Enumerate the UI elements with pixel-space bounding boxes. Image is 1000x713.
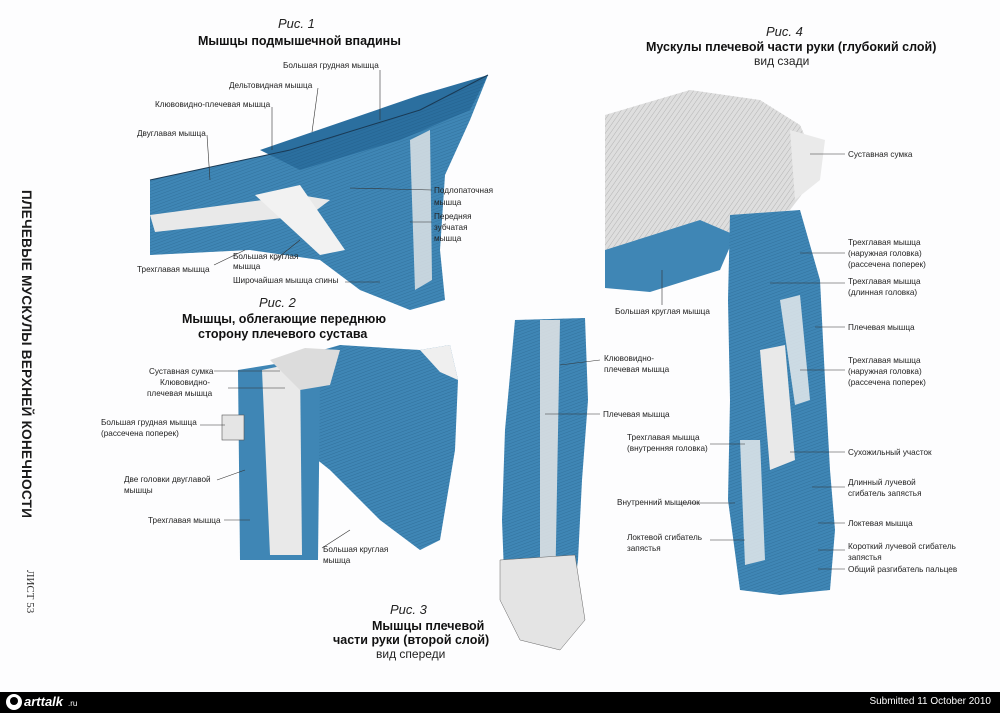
fig4-label: Длинный лучевой xyxy=(848,478,916,487)
fig1-label: Большая грудная мышца xyxy=(283,61,379,70)
fig3-label: Клювовидно- xyxy=(604,354,655,363)
logo-text: arttalk xyxy=(24,694,64,709)
fig3-arm-drawing xyxy=(499,318,588,651)
fig3-label: плечевая мышца xyxy=(604,365,670,374)
fig1-hatch xyxy=(150,75,488,310)
fig4-teres-major xyxy=(605,220,735,292)
fig4-label: Сухожильный участок xyxy=(848,448,932,457)
leader-lines xyxy=(200,70,845,570)
fig4-label: Суставная сумка xyxy=(848,150,913,159)
fig2-number: Рис. 2 xyxy=(259,295,296,310)
fig4-label: Локтевая мышца xyxy=(848,519,913,528)
fig1-label: мышца xyxy=(233,262,261,271)
fig1-label: Большая круглая xyxy=(233,252,299,261)
fig3-label: (внутренняя головка) xyxy=(627,444,708,453)
fig2-label: Большая круглая xyxy=(323,545,389,554)
fig2-label: плечевая мышца xyxy=(147,389,213,398)
fig2-label: мышца xyxy=(323,556,351,565)
fig2-label: мышцы xyxy=(124,486,153,495)
fig1-label: мышца xyxy=(434,198,462,207)
sheet-number-text: ЛИСТ 53 xyxy=(24,570,36,614)
fig2-label: Клювовидно- xyxy=(160,378,211,387)
fig1-label: Клювовидно-плечевая мышца xyxy=(155,100,271,109)
anatomy-sheet: ПЛЕЧЕВЫЕ МУСКУЛЫ ВЕРХНЕЙ КОНЕЧНОСТИ ЛИСТ… xyxy=(19,16,958,661)
fig2-label: Две головки двуглавой xyxy=(124,475,211,484)
fig2-label: Суставная сумка xyxy=(149,367,214,376)
fig4-label: сгибатель запястья xyxy=(848,489,922,498)
fig4-label: Трехглавая мышца xyxy=(848,356,921,365)
fig1-label: зубчатая xyxy=(434,223,468,232)
fig1-title: Мышцы подмышечной впадины xyxy=(198,34,401,48)
fig3-title-line2: части руки (второй слой) xyxy=(333,633,490,647)
fig4-label: Плечевая мышца xyxy=(848,323,915,332)
fig4-label: Короткий лучевой сгибатель xyxy=(848,542,956,551)
fig2-shoulder-drawing xyxy=(221,345,458,560)
fig1-bone-highlight xyxy=(255,185,345,255)
fig4-label: Трехглавая мышца xyxy=(848,238,921,247)
fig2-title-line2: сторону плечевого сустава xyxy=(198,327,368,341)
fig1-label: Дельтовидная мышца xyxy=(229,81,313,90)
fig2-label: Большая грудная мышца xyxy=(101,418,197,427)
side-title-text: ПЛЕЧЕВЫЕ МУСКУЛЫ ВЕРХНЕЙ КОНЕЧНОСТИ xyxy=(19,190,34,519)
fig1-axilla-drawing xyxy=(149,74,489,310)
fig1-label: мышца xyxy=(434,234,462,243)
footer-bar: arttalk .ru Submitted 11 October 2010 xyxy=(0,692,1000,713)
fig4-label: Большая круглая мышца xyxy=(615,307,710,316)
fig4-number: Рис. 4 xyxy=(766,24,803,39)
fig4-subtitle: вид сзади xyxy=(754,54,810,68)
fig4-label: (длинная головка) xyxy=(848,288,918,297)
fig4-label: (рассечена поперек) xyxy=(848,260,926,269)
fig1-label: Трехглавая мышца xyxy=(137,265,210,274)
fig3-label: Плечевая мышца xyxy=(603,410,670,419)
fig2-title-line1: Мышцы, облегающие переднюю xyxy=(182,312,386,326)
fig3-title-line1: Мышцы плечевой xyxy=(372,619,485,633)
fig1-label: Широчайшая мышца спины xyxy=(233,276,339,285)
fig1-label: Двуглавая мышца xyxy=(137,129,206,138)
fig4-label: Трехглавая мышца xyxy=(848,277,921,286)
submitted-date: Submitted 11 October 2010 xyxy=(869,696,991,707)
fig3-subtitle: вид спереди xyxy=(376,647,446,661)
fig1-label: Передняя xyxy=(434,212,472,221)
fig3-number: Рис. 3 xyxy=(390,602,427,617)
fig1-number: Рис. 1 xyxy=(278,16,315,31)
fig3-label: Локтевой сгибатель xyxy=(627,533,702,542)
fig4-label: (наружная головка) xyxy=(848,249,922,258)
fig4-label: Общий разгибатель пальцев xyxy=(848,565,958,574)
logo-domain: .ru xyxy=(68,699,78,708)
fig3-label: Трехглавая мышца xyxy=(627,433,700,442)
fig4-label: (рассечена поперек) xyxy=(848,378,926,387)
logo-circle-icon xyxy=(6,694,22,710)
fig3-label: Внутренний мыщелок xyxy=(617,498,700,507)
fig3-label: запястья xyxy=(627,544,661,553)
illustration-canvas xyxy=(149,70,845,651)
fig1-label: Подлопаточная xyxy=(434,186,494,195)
fig2-label: Трехглавая мышца xyxy=(148,516,221,525)
fig4-label: (наружная головка) xyxy=(848,367,922,376)
fig4-label: запястья xyxy=(848,553,882,562)
fig4-arm-drawing xyxy=(605,90,835,595)
fig2-label: (рассечена поперек) xyxy=(101,429,179,438)
fig4-title: Мускулы плечевой части руки (глубокий сл… xyxy=(646,40,937,54)
